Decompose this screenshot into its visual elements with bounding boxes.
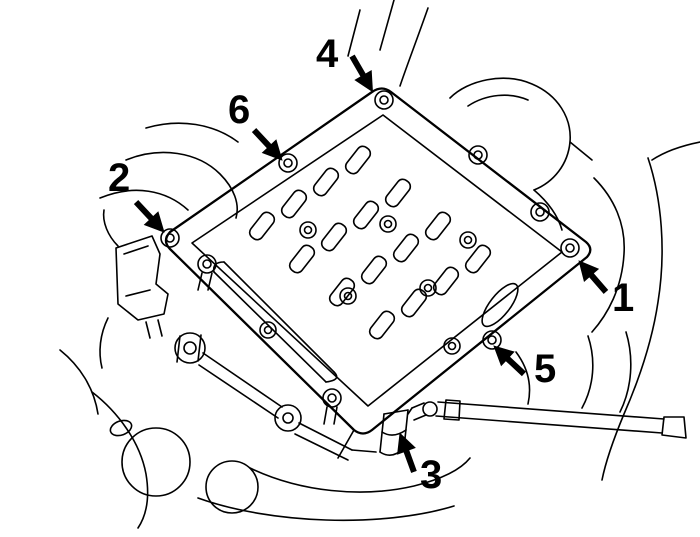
face-bolt bbox=[419, 279, 437, 297]
callout-label-1: 1 bbox=[612, 276, 635, 320]
linkage bbox=[174, 332, 377, 461]
callout-label-5: 5 bbox=[534, 347, 557, 391]
face-bolt bbox=[379, 215, 397, 233]
face-bolt bbox=[339, 287, 357, 305]
rib-pattern bbox=[248, 145, 492, 340]
face-bolt bbox=[443, 337, 461, 355]
face-bolt bbox=[299, 221, 317, 239]
callout-arrow-6-icon bbox=[251, 127, 283, 161]
callout-arrow-4-icon bbox=[349, 54, 373, 93]
socket-wrench-extension bbox=[379, 399, 687, 456]
callout-label-6: 6 bbox=[228, 88, 251, 132]
bolt-right-mid bbox=[530, 202, 550, 222]
callout-arrow-3-icon bbox=[397, 432, 417, 474]
bolt-bottom-edge bbox=[322, 388, 342, 408]
bolt-left-edge bbox=[197, 254, 217, 274]
bolt-4 bbox=[374, 90, 394, 110]
callout-label-2: 2 bbox=[108, 156, 131, 200]
callout-label-4: 4 bbox=[316, 32, 339, 76]
callout-label-3: 3 bbox=[420, 453, 443, 497]
face-bolt bbox=[459, 231, 477, 249]
cover-outline bbox=[164, 87, 592, 435]
bolt-5 bbox=[482, 330, 502, 350]
callout-arrow-5-icon bbox=[493, 345, 527, 377]
bolt-6 bbox=[278, 153, 298, 173]
face-bolt bbox=[259, 321, 277, 339]
callout-arrow-2-icon bbox=[133, 199, 165, 233]
bolt-top-right bbox=[468, 145, 488, 165]
bolt-1 bbox=[560, 238, 580, 258]
cover-bolts bbox=[160, 90, 580, 425]
callout-arrow-1-icon bbox=[578, 260, 609, 294]
bolt-2 bbox=[160, 228, 180, 248]
engine-surroundings bbox=[59, 0, 700, 529]
